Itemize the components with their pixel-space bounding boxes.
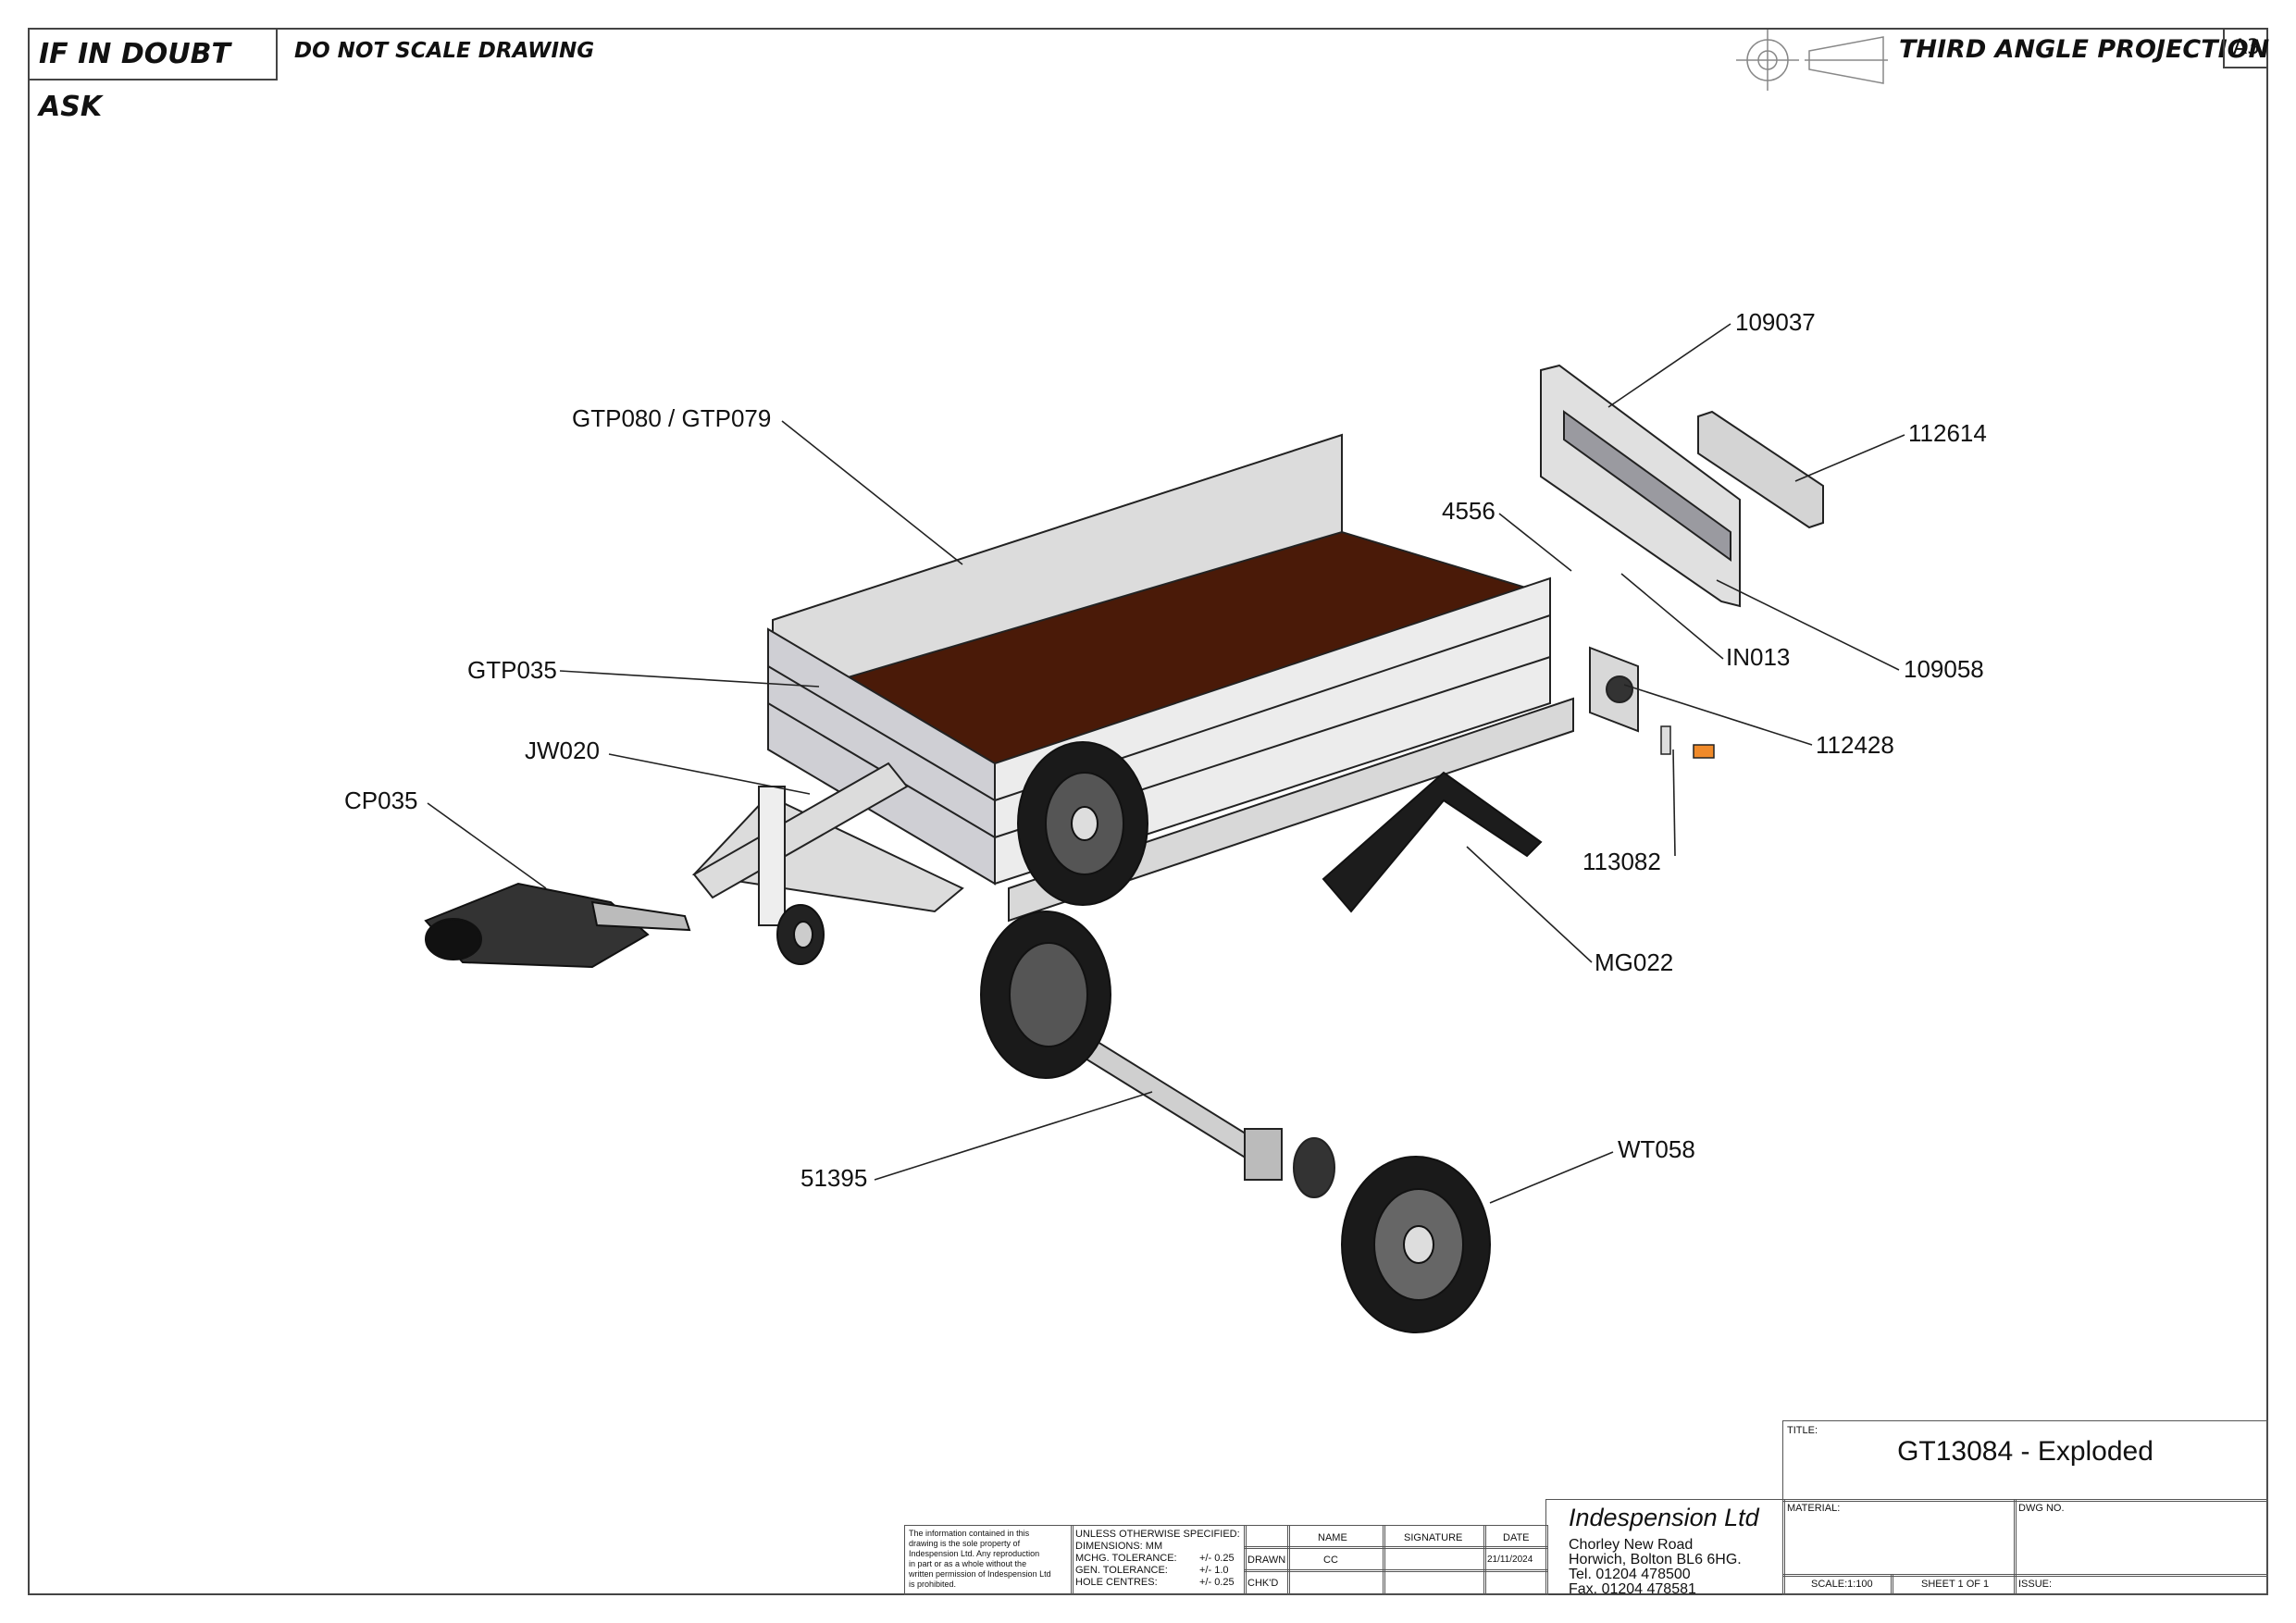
notice-line: written permission of Indespension Ltd xyxy=(909,1569,1051,1579)
signature-header: SIGNATURE xyxy=(1383,1525,1486,1549)
unless-specified: UNLESS OTHERWISE SPECIFIED: xyxy=(1075,1529,1240,1540)
leader-lines xyxy=(427,323,1905,1204)
dimensions-units: DIMENSIONS: MM xyxy=(1075,1541,1163,1552)
company-fax: Fax. 01204 478581 xyxy=(1569,1581,1696,1597)
callout-in013: IN013 xyxy=(1726,643,1791,671)
checked-date-cell xyxy=(1483,1569,1548,1595)
blank-header-cell xyxy=(1244,1525,1290,1549)
issue-cell: ISSUE: xyxy=(2014,1574,2268,1595)
dwg-no-label: DWG NO. xyxy=(2018,1503,2065,1514)
jockey-wheel xyxy=(776,904,825,965)
callout-jw020: JW020 xyxy=(525,737,600,764)
mchg-tolerance: MCHG. TOLERANCE: xyxy=(1075,1553,1177,1564)
body-wheel xyxy=(1017,741,1148,906)
title-cell: TITLE: GT13084 - Exploded xyxy=(1782,1420,2268,1502)
issue-label: ISSUE: xyxy=(2018,1579,2053,1590)
mchg-tolerance-value: +/- 0.25 xyxy=(1199,1553,1235,1564)
sheet-value: SHEET 1 OF 1 xyxy=(1921,1579,1990,1590)
drawn-label: DRAWN xyxy=(1247,1555,1286,1566)
rear-lamp xyxy=(1589,646,1639,733)
drawn-date-cell: 21/11/2024 xyxy=(1483,1546,1548,1572)
if-in-doubt-note: IF IN DOUBT ASK xyxy=(28,28,278,123)
notice-line: is prohibited. xyxy=(909,1580,957,1589)
material-cell: MATERIAL: xyxy=(1782,1499,2017,1577)
gen-tolerance-value: +/- 1.0 xyxy=(1199,1565,1229,1576)
name-header: NAME xyxy=(1287,1525,1385,1549)
checked-label-cell: CHK'D xyxy=(1244,1569,1290,1595)
company-name: Indespension Ltd xyxy=(1569,1504,1759,1531)
mudguard xyxy=(1322,771,1543,913)
dwg-no-cell: DWG NO. xyxy=(2014,1499,2268,1577)
callout-gtp035: GTP035 xyxy=(467,656,557,684)
projection-note: THIRD ANGLE PROJECTION xyxy=(1899,35,2270,64)
side-reflector xyxy=(1693,744,1715,759)
checked-signature-cell xyxy=(1383,1569,1486,1595)
do-not-scale-note: DO NOT SCALE DRAWING xyxy=(294,39,595,63)
callout-113082: 113082 xyxy=(1582,848,1661,875)
drawn-name-cell: CC xyxy=(1287,1546,1385,1572)
callout-51395: 51395 xyxy=(800,1164,868,1192)
sheet-size: A3 xyxy=(2223,28,2268,68)
company-tel: Tel. 01204 478500 xyxy=(1569,1567,1691,1582)
notice-line: in part or as a whole without the xyxy=(909,1559,1027,1568)
date-header: DATE xyxy=(1483,1525,1548,1549)
drawing-title: GT13084 - Exploded xyxy=(1897,1436,2153,1467)
material-label: MATERIAL: xyxy=(1787,1503,1841,1514)
drawn-signature-cell xyxy=(1383,1546,1486,1572)
scale-value: SCALE:1:100 xyxy=(1811,1579,1873,1590)
callout-109037: 109037 xyxy=(1735,308,1816,336)
title-label: TITLE: xyxy=(1787,1425,1818,1436)
copyright-notice: The information contained in this drawin… xyxy=(904,1525,1074,1595)
notice-line: The information contained in this xyxy=(909,1529,1030,1538)
tailgate xyxy=(1540,364,1741,608)
signature-header-label: SIGNATURE xyxy=(1404,1532,1463,1543)
sheet-cell: SHEET 1 OF 1 xyxy=(1891,1574,2017,1595)
gen-tolerance: GEN. TOLERANCE: xyxy=(1075,1565,1168,1576)
hole-centres-value: +/- 0.25 xyxy=(1199,1577,1235,1588)
trailer-body xyxy=(767,433,1574,923)
third-angle-projection-icon xyxy=(1736,30,1888,91)
scale-cell: SCALE:1:100 xyxy=(1782,1574,1893,1595)
notice-line: Indespension Ltd. Any reproduction xyxy=(909,1549,1040,1558)
axle-wheel-left xyxy=(980,911,1111,1079)
drawbar xyxy=(691,762,964,926)
marker-lamp xyxy=(1660,725,1671,755)
callout-4556: 4556 xyxy=(1442,497,1496,525)
tolerance-cell: UNLESS OTHERWISE SPECIFIED: DIMENSIONS: … xyxy=(1071,1525,1247,1595)
callout-wt058: WT058 xyxy=(1618,1135,1695,1163)
callout-109058: 109058 xyxy=(1904,655,1984,683)
notice-line: drawing is the sole property of xyxy=(909,1539,1021,1548)
drawn-name: CC xyxy=(1323,1555,1338,1566)
date-header-label: DATE xyxy=(1503,1532,1530,1543)
callout-112428: 112428 xyxy=(1816,731,1894,759)
drawn-date: 21/11/2024 xyxy=(1487,1555,1533,1565)
spare-wheel xyxy=(1341,1156,1491,1333)
company-address1: Chorley New Road xyxy=(1569,1537,1694,1553)
callout-mg022: MG022 xyxy=(1595,948,1674,976)
company-cell: Indespension Ltd Chorley New Road Horwic… xyxy=(1545,1499,1785,1597)
drawn-label-cell: DRAWN xyxy=(1244,1546,1290,1572)
coupling-head xyxy=(424,882,691,969)
callout-cp035: CP035 xyxy=(344,787,418,814)
number-plate-bracket xyxy=(1697,410,1824,529)
hole-centres: HOLE CENTRES: xyxy=(1075,1577,1158,1588)
company-address2: Horwich, Bolton BL6 6HG. xyxy=(1569,1552,1742,1567)
checked-name-cell xyxy=(1287,1569,1385,1595)
callout-gtp080: GTP080 / GTP079 xyxy=(572,404,772,432)
checked-label: CHK'D xyxy=(1247,1578,1279,1589)
name-header-label: NAME xyxy=(1318,1532,1347,1543)
callout-112614: 112614 xyxy=(1908,419,1987,447)
